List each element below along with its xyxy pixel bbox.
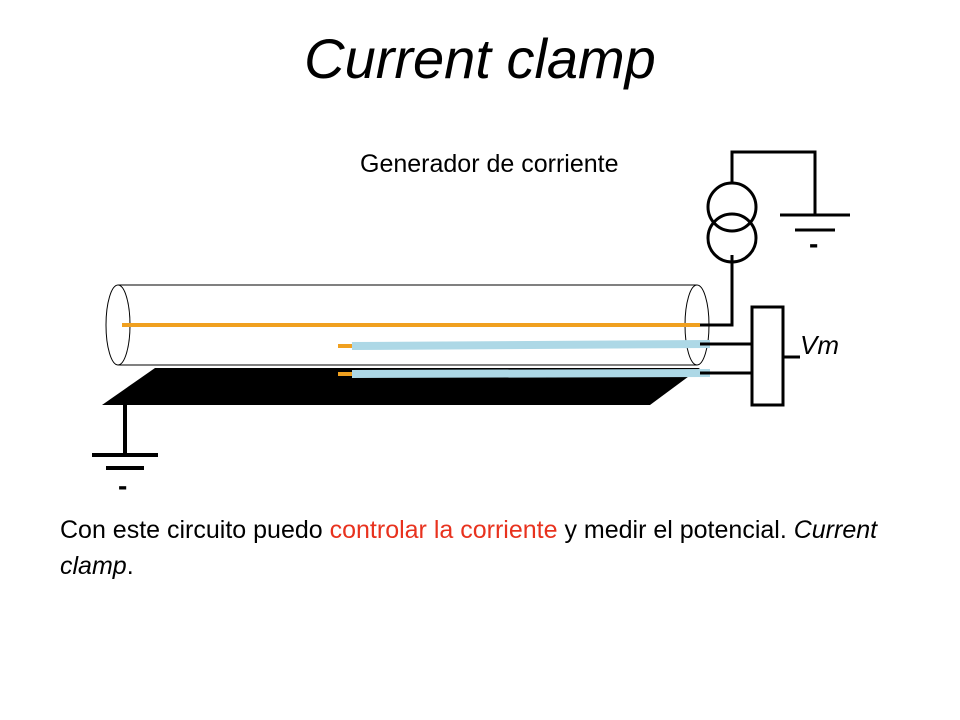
current-generator-icon: [706, 181, 758, 233]
slide-title: Current clamp: [304, 27, 656, 90]
bath-ground-minus: -: [118, 470, 128, 501]
voltage-electrode-2: [351, 369, 711, 378]
caption-end: .: [126, 552, 134, 580]
generator-ground-wire: [730, 150, 817, 215]
caption-highlight: controlar la corriente: [329, 516, 558, 544]
current-generator-label: Generador de corriente: [360, 150, 619, 178]
voltage-electrode-1: [351, 340, 711, 350]
caption-italic: Current clamp: [60, 516, 878, 580]
caption-part-1: Con este circuito puedo: [60, 516, 330, 544]
generator-ground-minus: -: [809, 228, 819, 259]
current-generator-icon-lower: [706, 212, 758, 264]
caption-part-2: y medir el potencial.: [557, 516, 794, 544]
voltmeter-box: [750, 305, 785, 407]
caption-text: Con este circuito puedo controlar la cor…: [60, 512, 920, 584]
generator-wire: [700, 255, 734, 327]
vm-label: Vm: [800, 330, 839, 360]
